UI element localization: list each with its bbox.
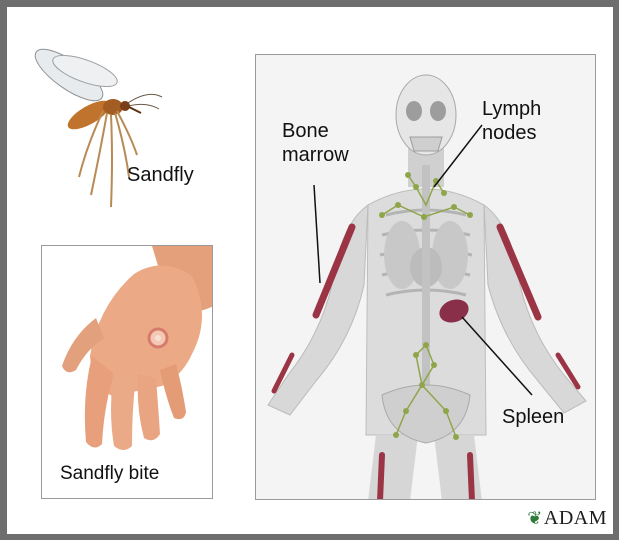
label-bone-marrow: Bone marrow (282, 119, 372, 167)
body-anatomy-panel: Bone marrow Lymph nodes Spleen (255, 54, 596, 500)
label-lymph-nodes-text: Lymph nodes (482, 98, 541, 144)
label-bone-marrow-text: Bone marrow (282, 120, 349, 166)
label-lymph-nodes: Lymph nodes (482, 97, 562, 145)
hand-icon (42, 246, 213, 456)
logo-text: ADAM (544, 507, 607, 529)
illustration-canvas: Sandfly Sandfly bite (7, 7, 613, 534)
label-spleen: Spleen (502, 405, 564, 429)
label-sandfly-bite: Sandfly bite (60, 462, 159, 486)
sandfly-icon (27, 27, 167, 217)
adam-logo: ❦ADAM (527, 507, 607, 530)
label-sandfly: Sandfly (127, 163, 194, 187)
sandfly-illustration (27, 27, 167, 217)
sandfly-bite-panel: Sandfly bite (41, 245, 213, 499)
leaf-icon: ❦ (527, 508, 543, 528)
